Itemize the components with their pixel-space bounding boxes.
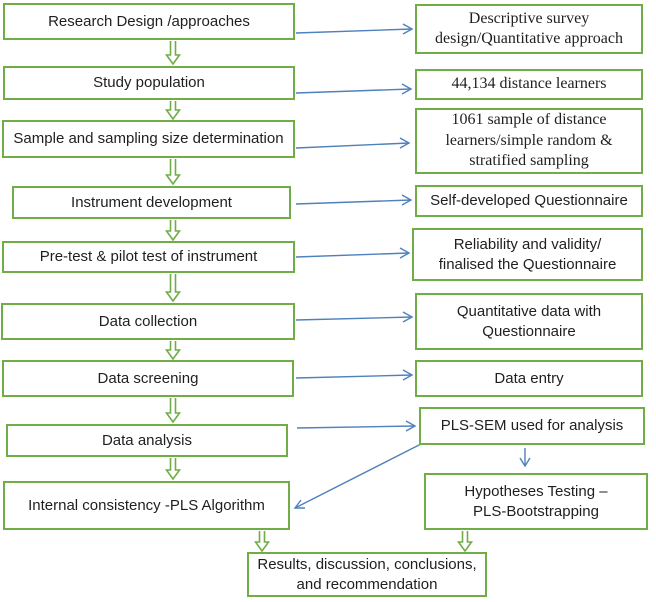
box-label: Questionnaire xyxy=(482,322,576,340)
flow-box-self-developed: Self-developed Questionnaire xyxy=(415,185,643,217)
flow-box-instrument-development: Instrument development xyxy=(12,186,291,219)
down-arrow-screening-to-analysis xyxy=(164,398,182,424)
box-label: Instrument development xyxy=(71,193,232,211)
box-label: Results, discussion, conclusions, xyxy=(257,556,477,573)
flow-box-study-population: Study population xyxy=(3,66,295,100)
down-arrow-collection-to-screening xyxy=(164,341,182,361)
box-label: and recommendation xyxy=(296,575,438,593)
flow-box-sample-of-learners: 1061 sample of distance learners/simple … xyxy=(415,108,643,174)
box-label: learners/simple random & xyxy=(445,131,613,149)
box-label: Descriptive survey xyxy=(468,9,590,27)
flow-box-sampling-size: Sample and sampling size determination xyxy=(2,120,295,158)
flow-box-reliability-validity: Reliability and validity/ finalised the … xyxy=(412,228,643,281)
flow-box-pretest-pilot: Pre-test & pilot test of instrument xyxy=(2,241,295,273)
box-label: finalised the Questionnaire xyxy=(438,255,617,273)
flow-box-data-entry: Data entry xyxy=(415,360,643,397)
box-label: Internal consistency -PLS Algorithm xyxy=(28,496,265,514)
box-label: PLS-SEM used for analysis xyxy=(440,417,624,435)
arrow-plssem-to-consistency xyxy=(293,443,422,509)
flow-box-pls-sem: PLS-SEM used for analysis xyxy=(419,407,645,445)
box-label: Data entry xyxy=(494,369,564,387)
flow-box-internal-consistency: Internal consistency -PLS Algorithm xyxy=(3,481,290,530)
flow-box-quantitative-data: Quantitative data with Questionnaire xyxy=(415,293,643,350)
box-label: Data collection xyxy=(98,312,198,330)
flow-box-descriptive-survey: Descriptive survey design/Quantitative a… xyxy=(415,4,643,54)
arrow-sampling-to-sample xyxy=(295,137,411,149)
down-arrow-design-to-population xyxy=(164,41,182,66)
arrow-pretest-to-reliability xyxy=(295,247,411,259)
arrow-population-to-learners xyxy=(295,83,413,95)
down-arrow-hypotheses-to-results xyxy=(456,531,474,553)
box-label: Sample and sampling size determination xyxy=(13,130,284,148)
arrow-instrument-to-selfdeveloped xyxy=(295,194,413,206)
box-label: Study population xyxy=(93,74,205,92)
down-arrow-pretest-to-collection xyxy=(164,274,182,303)
box-label: 44,134 distance learners xyxy=(451,75,607,93)
box-label: Data analysis xyxy=(101,431,193,449)
box-label: stratified sampling xyxy=(469,152,589,170)
down-arrow-analysis-to-consistency xyxy=(164,458,182,481)
flow-box-data-analysis: Data analysis xyxy=(6,424,288,457)
box-label: Research Design /approaches xyxy=(48,12,250,30)
flow-box-hypotheses-testing: Hypotheses Testing – PLS-Bootstrapping xyxy=(424,473,648,530)
box-label: 1061 sample of distance xyxy=(451,111,607,129)
flow-box-data-screening: Data screening xyxy=(2,360,294,397)
box-label: Quantitative data with xyxy=(456,303,602,320)
box-label: Hypotheses Testing – xyxy=(464,483,608,500)
box-label: Pre-test & pilot test of instrument xyxy=(39,248,258,266)
arrow-analysis-to-plssem xyxy=(296,420,417,432)
flow-box-distance-learners: 44,134 distance learners xyxy=(415,69,643,100)
down-arrow-population-to-sampling xyxy=(164,101,182,121)
arrow-collection-to-quantitative xyxy=(295,311,414,323)
flow-box-data-collection: Data collection xyxy=(1,303,295,340)
arrow-plssem-to-hypotheses xyxy=(519,448,531,468)
down-arrow-instrument-to-pretest xyxy=(164,220,182,242)
down-arrow-sampling-to-instrument xyxy=(164,159,182,186)
box-label: Reliability and validity/ xyxy=(453,236,602,253)
box-label: PLS-Bootstrapping xyxy=(473,502,599,520)
arrow-screening-to-entry xyxy=(295,369,414,381)
flow-box-results: Results, discussion, conclusions, and re… xyxy=(247,552,487,597)
arrow-design-to-descriptive xyxy=(295,23,414,35)
box-label: Data screening xyxy=(97,369,199,387)
box-label: Self-developed Questionnaire xyxy=(430,192,628,210)
flow-box-research-design: Research Design /approaches xyxy=(3,3,295,40)
box-label: design/Quantitative approach xyxy=(435,30,623,47)
down-arrow-consistency-to-results xyxy=(253,531,271,553)
